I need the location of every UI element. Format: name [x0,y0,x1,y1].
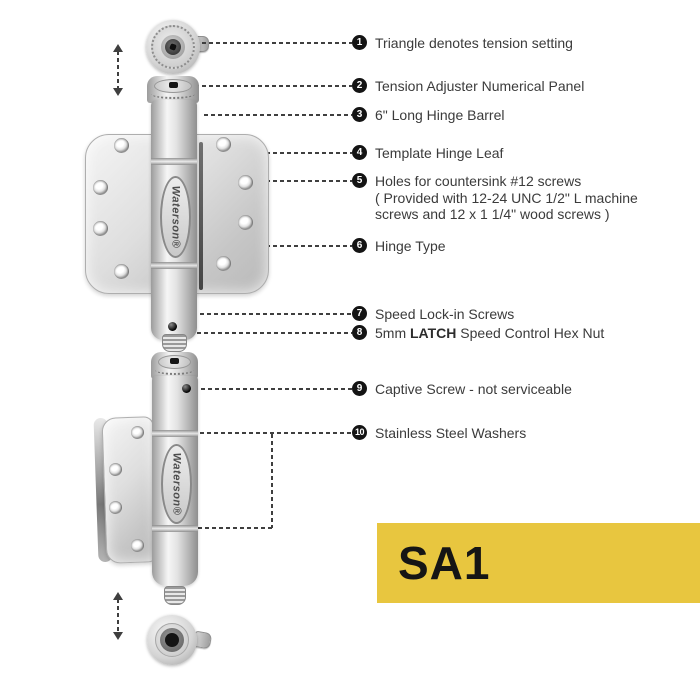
callout-badge-3: 3 [352,107,367,122]
callout-badge-7: 7 [352,306,367,321]
screw-hole [216,137,231,152]
arrow-down-icon [113,88,123,96]
leader-line-7 [200,313,352,315]
callout-label-9: Captive Screw - not serviceable [375,381,572,397]
cap-hex-socket [168,82,178,88]
callout-label-7: Speed Lock-in Screws [375,306,515,322]
callout-8-text-pre: 5mm [375,325,410,341]
bottom-hinge-leaf [101,416,159,564]
callout-label-4: Template Hinge Leaf [375,145,504,161]
callout-label-6: Hinge Type [375,238,446,254]
arrow-shaft [117,51,119,89]
screw-hole [216,256,231,271]
brand-text: Waterson® [170,452,183,516]
leader-line-1 [202,42,352,44]
knuckle-slot [199,142,203,290]
screw-hole [131,539,144,552]
callout-label-8: 5mm LATCH Speed Control Hex Nut [375,324,604,342]
captive-screw [182,384,191,393]
model-badge: SA1 [377,523,700,603]
callout-badge-8: 8 [352,325,367,340]
cap-hex-socket [170,358,179,364]
screw-hole [131,426,144,439]
barrel-groove [151,262,197,269]
screw-hole [109,501,122,514]
arrow-down-icon [113,632,123,640]
leader-line-10-bracket-horizontal [198,527,273,529]
bottom-washer-cap [147,615,213,665]
screw-hole [238,215,253,230]
model-badge-text: SA1 [398,537,491,589]
callout-label-5-detail: ( Provided with 12-24 UNC 1/2" L machine… [375,190,638,222]
callout-label-5: Holes for countersink #12 screws [375,173,582,189]
callout-label-2: Tension Adjuster Numerical Panel [375,78,585,94]
callout-8-text-post: Speed Control Hex Nut [456,325,605,341]
vertical-adjust-arrow-bottom [112,592,124,640]
callout-badge-10: 10 [352,425,367,440]
arrow-shaft [117,599,119,633]
callout-label-1: Triangle denotes tension setting [375,35,573,51]
leader-line-4 [266,152,352,154]
screw-hole [238,175,253,190]
speed-lock-in-screw [168,322,177,331]
leader-line-10 [200,432,352,434]
waterson-logo-oval: Waterson® [160,176,191,258]
screw-hole [114,264,129,279]
arrow-up-icon [113,44,123,52]
vertical-adjust-arrow-top [112,44,124,96]
screw-hole [114,138,129,153]
cap-center-hole [165,633,179,647]
tension-adjuster-dial [146,20,209,74]
waterson-logo-oval: Waterson® [161,444,192,524]
numerical-panel-marks [151,89,195,99]
numerical-panel-marks [155,365,194,375]
leader-line-2 [188,85,352,87]
leader-line-5 [266,180,352,182]
callout-label-10: Stainless Steel Washers [375,425,527,441]
leader-line-6 [266,245,352,247]
tension-numerical-panel-cap [147,76,199,103]
callout-label-3: 6" Long Hinge Barrel [375,107,505,123]
bottom-thread-stub [164,586,186,605]
callout-badge-1: 1 [352,35,367,50]
callout-badge-4: 4 [352,145,367,160]
leader-line-8 [190,332,352,334]
callout-badge-6: 6 [352,238,367,253]
screw-hole [109,463,122,476]
brand-text: Waterson® [169,185,182,249]
leader-line-3 [204,114,352,116]
arrow-up-icon [113,592,123,600]
barrel-groove [151,158,197,165]
callout-badge-2: 2 [352,78,367,93]
latch-speed-control-hex-nut [162,334,187,352]
leader-line-10-bracket-vertical [271,434,273,528]
callout-badge-5: 5 [352,173,367,188]
callout-8-text-bold: LATCH [410,325,457,341]
callout-badge-9: 9 [352,381,367,396]
washer-joint-groove [152,430,198,437]
bottom-barrel-top-cap [151,352,198,379]
screw-hole [93,221,108,236]
washer-joint-groove [152,525,198,532]
screw-hole [93,180,108,195]
leader-line-9 [194,388,352,390]
